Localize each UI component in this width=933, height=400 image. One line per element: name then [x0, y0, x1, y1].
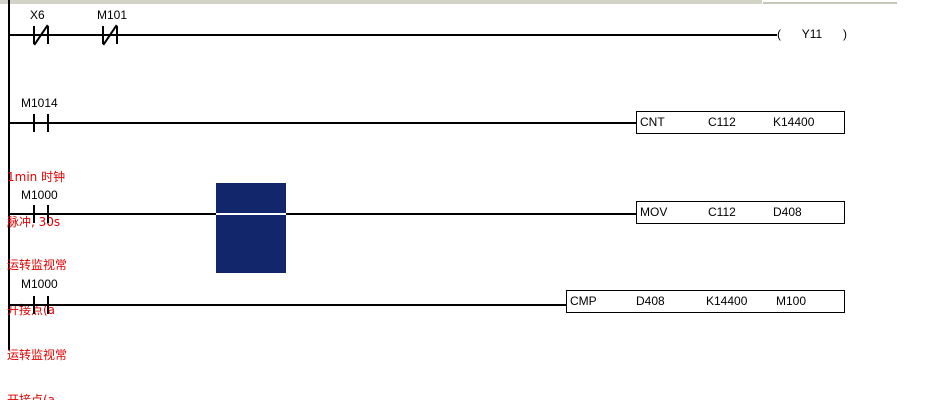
instruction-operand1: C112 — [708, 115, 736, 129]
contact-bar-right — [47, 205, 49, 223]
contact-m101-label: M101 — [97, 8, 128, 22]
contact-bar-right — [47, 26, 49, 44]
instruction-cnt[interactable]: CNT C112 K14400 — [636, 111, 845, 134]
coil-close-paren: ) — [843, 27, 847, 41]
instruction-op: CNT — [640, 115, 665, 129]
instruction-op: CMP — [570, 294, 597, 308]
left-power-rail — [8, 0, 10, 350]
instruction-operand1: C112 — [708, 205, 736, 219]
comment-line1: 运转监视常 — [7, 348, 68, 362]
comment-line2: 开接点(a — [7, 303, 56, 317]
contact-bar-left — [33, 296, 35, 314]
contact-m1014-label: M1014 — [21, 96, 58, 110]
contact-bar-left — [33, 114, 35, 132]
instruction-cmp[interactable]: CMP D408 K14400 M100 — [566, 290, 845, 313]
contact-x6-label: X6 — [30, 8, 45, 22]
window-top-border — [0, 0, 762, 4]
contact-bar-right — [47, 114, 49, 132]
coil-label: Y11 — [801, 27, 823, 41]
device-comment-m1014: 1min 时钟 脉冲, 30s — [7, 140, 65, 260]
instruction-operand3: M100 — [776, 294, 807, 308]
window-top-border-thin — [763, 2, 897, 4]
device-comment-m1000-rung3: 运转监视常 开接点(a — [7, 228, 67, 348]
contact-bar-left — [102, 26, 104, 44]
contact-m1000-label: M1000 — [21, 188, 58, 202]
instruction-operand1: D408 — [636, 294, 665, 308]
device-comment-m1000-rung4: 运转监视常 开接点(a — [7, 318, 67, 400]
output-coil-y11[interactable]: ( Y11 ) — [777, 27, 847, 42]
contact-bar-left — [33, 26, 35, 44]
contact-m1000-label: M1000 — [21, 277, 58, 291]
rung2-wire — [8, 122, 636, 124]
contact-bar-right — [47, 296, 49, 314]
rung3-wire — [8, 213, 636, 215]
contact-bar-left — [33, 205, 35, 223]
wire-through-selection — [216, 213, 286, 215]
comment-line2: 脉冲, 30s — [7, 215, 61, 229]
rung4-wire — [8, 304, 566, 306]
comment-line1: 1min 时钟 — [7, 170, 66, 184]
instruction-operand2: D408 — [773, 205, 802, 219]
comment-line2: 开接点(a — [7, 393, 56, 400]
rung1-wire — [8, 34, 777, 36]
instruction-operand2: K14400 — [706, 294, 748, 308]
coil-open-paren: ( — [777, 27, 781, 41]
instruction-mov[interactable]: MOV C112 D408 — [636, 201, 845, 224]
instruction-op: MOV — [640, 205, 668, 219]
instruction-operand2: K14400 — [773, 115, 815, 129]
selection-cursor[interactable] — [216, 183, 286, 273]
comment-line1: 运转监视常 — [7, 258, 68, 272]
contact-bar-right — [116, 26, 118, 44]
